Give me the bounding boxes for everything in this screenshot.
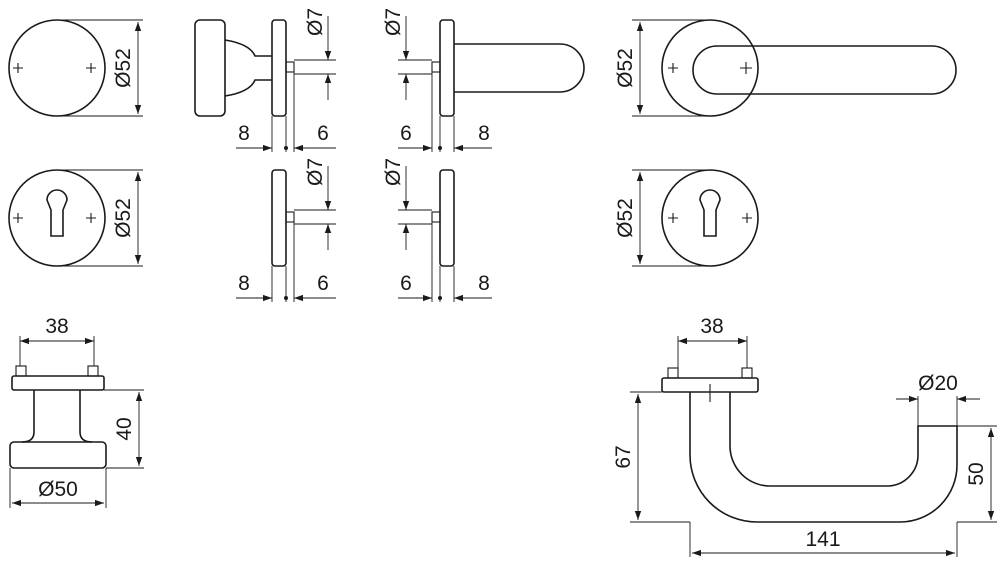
knob-elevation-view: 38 40 Ø50 <box>9 315 144 508</box>
rose-front-view: Ø52 <box>8 19 143 117</box>
lever-rose-diameter-label: Ø52 <box>614 48 637 88</box>
knob-pin-diameter-label: Ø7 <box>304 8 327 36</box>
lever-dim-a-label: 6 <box>400 122 412 145</box>
lever-side-view: Ø7 6 8 <box>382 8 585 152</box>
knob-dim-b-label: 6 <box>317 122 329 145</box>
knob-side-view: Ø7 8 6 <box>194 8 336 152</box>
lever-dim-b-label: 8 <box>478 122 490 145</box>
lever-length-label: 141 <box>805 528 840 551</box>
esc-left-pin-diameter-label: Ø7 <box>304 158 327 186</box>
escutcheon-left-diameter-label: Ø52 <box>112 198 135 238</box>
lever-elevation-view: 38 Ø20 67 50 141 <box>612 315 997 557</box>
esc-right-dim-a-label: 6 <box>400 272 412 295</box>
lever-pin-diameter-label: Ø7 <box>382 8 405 36</box>
escutcheon-front-right: Ø52 <box>614 169 759 267</box>
knob-height-label: 40 <box>113 417 136 440</box>
escutcheon-right-diameter-label: Ø52 <box>614 198 637 238</box>
escutcheon-side-right: Ø7 6 8 <box>382 158 492 302</box>
lever-height-label: 67 <box>612 445 635 468</box>
esc-right-dim-b-label: 8 <box>478 272 490 295</box>
esc-right-pin-diameter-label: Ø7 <box>382 158 405 186</box>
knob-dim-a-label: 8 <box>238 122 250 145</box>
esc-left-dim-b-label: 6 <box>317 272 329 295</box>
lever-front-view: Ø52 <box>614 19 957 117</box>
rose-diameter-label: Ø52 <box>112 48 135 88</box>
knob-width-label: 38 <box>45 315 68 338</box>
lever-grip-diameter-label: Ø20 <box>918 372 958 395</box>
lever-drop-label: 50 <box>965 462 988 485</box>
knob-diameter-label: Ø50 <box>38 478 78 501</box>
lever-width-label: 38 <box>700 315 723 338</box>
escutcheon-side-left: Ø7 8 6 <box>236 158 336 302</box>
esc-left-dim-a-label: 8 <box>238 272 250 295</box>
escutcheon-front-left: Ø52 <box>8 169 143 267</box>
